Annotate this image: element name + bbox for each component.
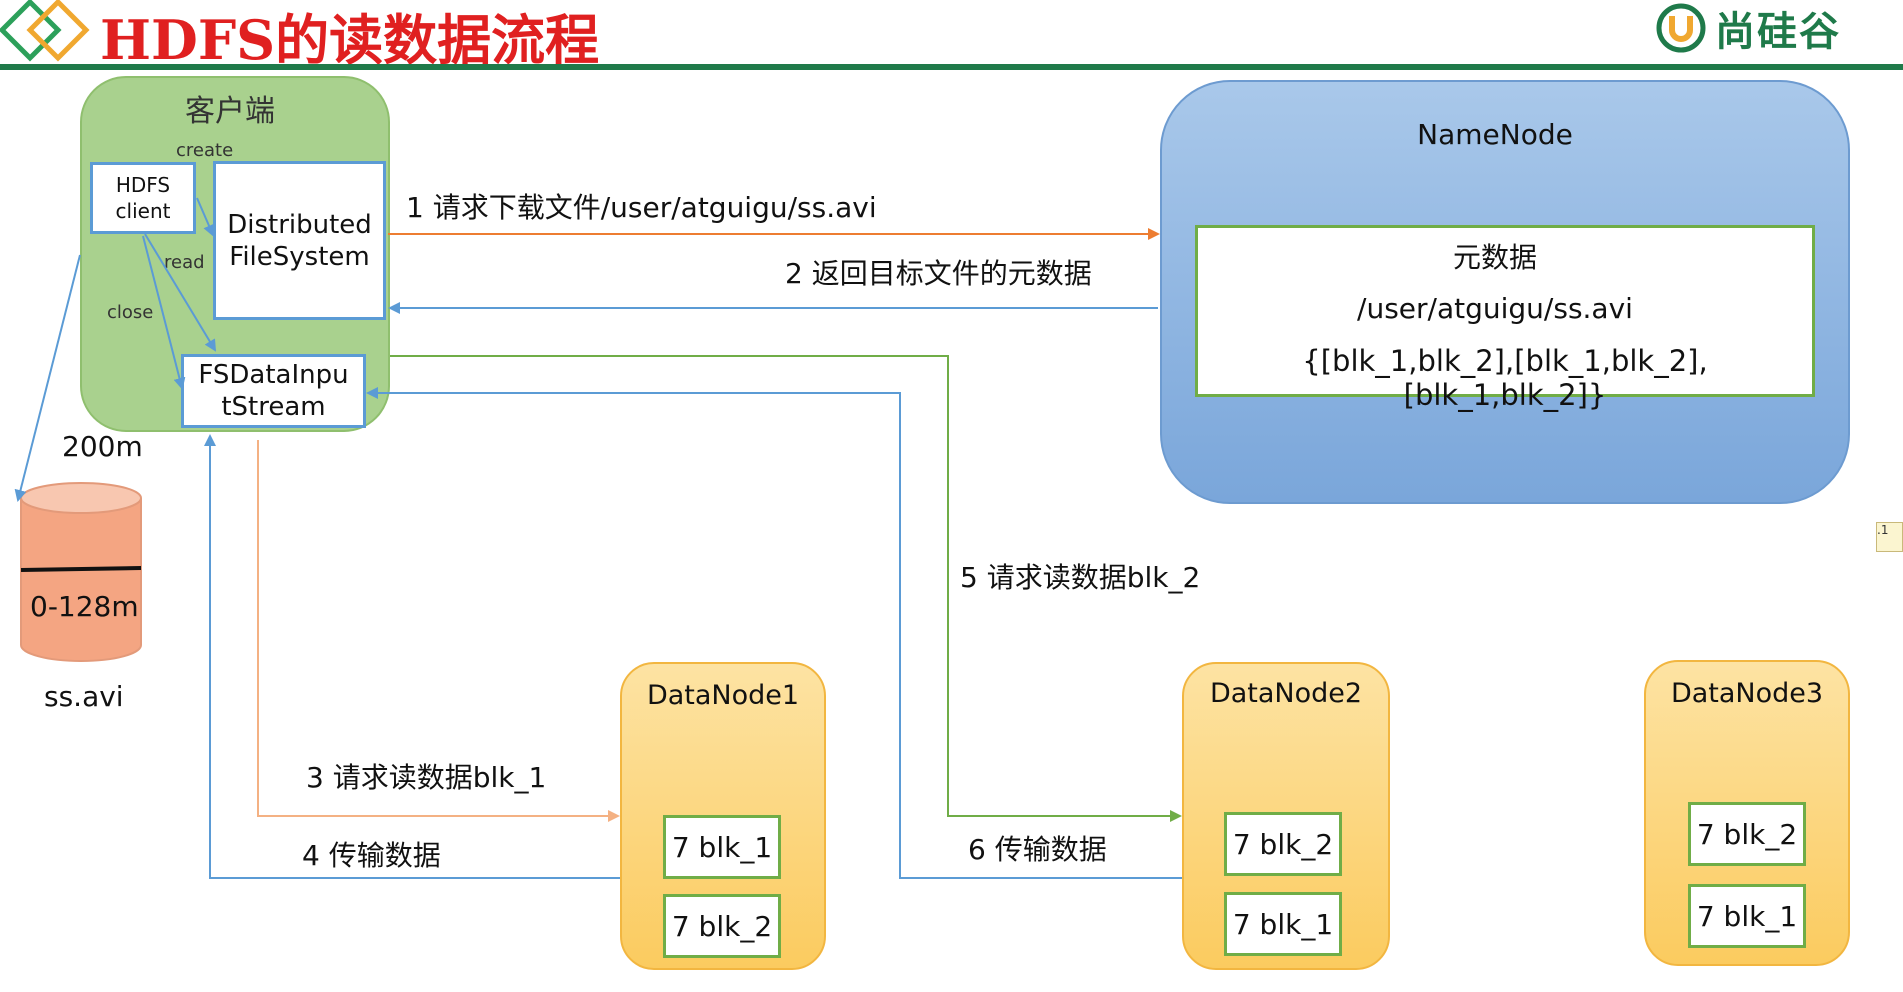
step3-label: 3 请求读数据blk_1 — [306, 761, 547, 794]
metadata-box — [1195, 225, 1815, 397]
client-title: 客户端 — [185, 94, 275, 129]
datanode1-block: 7 blk_1 — [663, 815, 781, 879]
arrow-create — [196, 197, 215, 237]
disk-cylinder-icon — [20, 482, 142, 662]
page-title: HDFS的读数据流程 — [100, 8, 600, 72]
brand-name: 尚硅谷 — [1715, 9, 1841, 55]
datanode2-block: 7 blk_1 — [1224, 892, 1342, 956]
arrow-step5 — [390, 355, 1182, 822]
datanode1-title: DataNode1 — [646, 680, 800, 711]
step1-label: 1 请求下载文件/user/atguigu/ss.avi — [406, 191, 877, 224]
namenode-title: NameNode — [1417, 118, 1573, 151]
brand-logo: 尚硅谷 — [1655, 2, 1841, 55]
hdfs-client-box[interactable]: HDFS client — [90, 162, 196, 234]
datanode1-block: 7 blk_2 — [663, 894, 781, 958]
header-divider — [0, 64, 1903, 70]
side-scroll-tab[interactable]: .1 — [1876, 522, 1903, 552]
logo-diamond-icon — [0, 0, 90, 62]
arrow-client-to-disk — [14, 254, 81, 502]
arrow-step4 — [204, 434, 620, 879]
datanode3-block: 7 blk_1 — [1688, 884, 1806, 948]
file-name-label: ss.avi — [44, 680, 124, 713]
step6-label: 6 传输数据 — [968, 833, 1107, 866]
range-label: 0-128m — [30, 590, 139, 623]
metadata-blocks: {[blk_1,blk_2],[blk_1,blk_2],[blk_1,blk_… — [1302, 344, 1708, 412]
step5-label: 5 请求读数据blk_2 — [960, 561, 1201, 594]
close-label: close — [107, 302, 154, 323]
distributed-filesystem-box[interactable]: Distributed FileSystem — [213, 161, 386, 320]
arrow-close — [142, 235, 186, 390]
datanode3-block: 7 blk_2 — [1688, 802, 1806, 866]
file-size-label: 200m — [62, 430, 143, 463]
datanode2-block: 7 blk_2 — [1224, 812, 1342, 876]
read-label: read — [164, 252, 205, 273]
arrow-step3 — [257, 440, 620, 822]
step4-label: 4 传输数据 — [302, 839, 441, 872]
create-label: create — [176, 140, 234, 161]
arrow-read — [144, 233, 217, 352]
step2-label: 2 返回目标文件的元数据 — [785, 257, 1092, 290]
brand-u-icon — [1656, 3, 1706, 53]
datanode3-title: DataNode3 — [1670, 678, 1824, 709]
fsdatainputstream-box[interactable]: FSDataInpu tStream — [181, 354, 366, 428]
metadata-title: 元数据 — [1452, 241, 1537, 274]
arrow-step6 — [366, 387, 1182, 879]
metadata-path: /user/atguigu/ss.avi — [1357, 292, 1633, 325]
datanode2-title: DataNode2 — [1209, 678, 1363, 709]
